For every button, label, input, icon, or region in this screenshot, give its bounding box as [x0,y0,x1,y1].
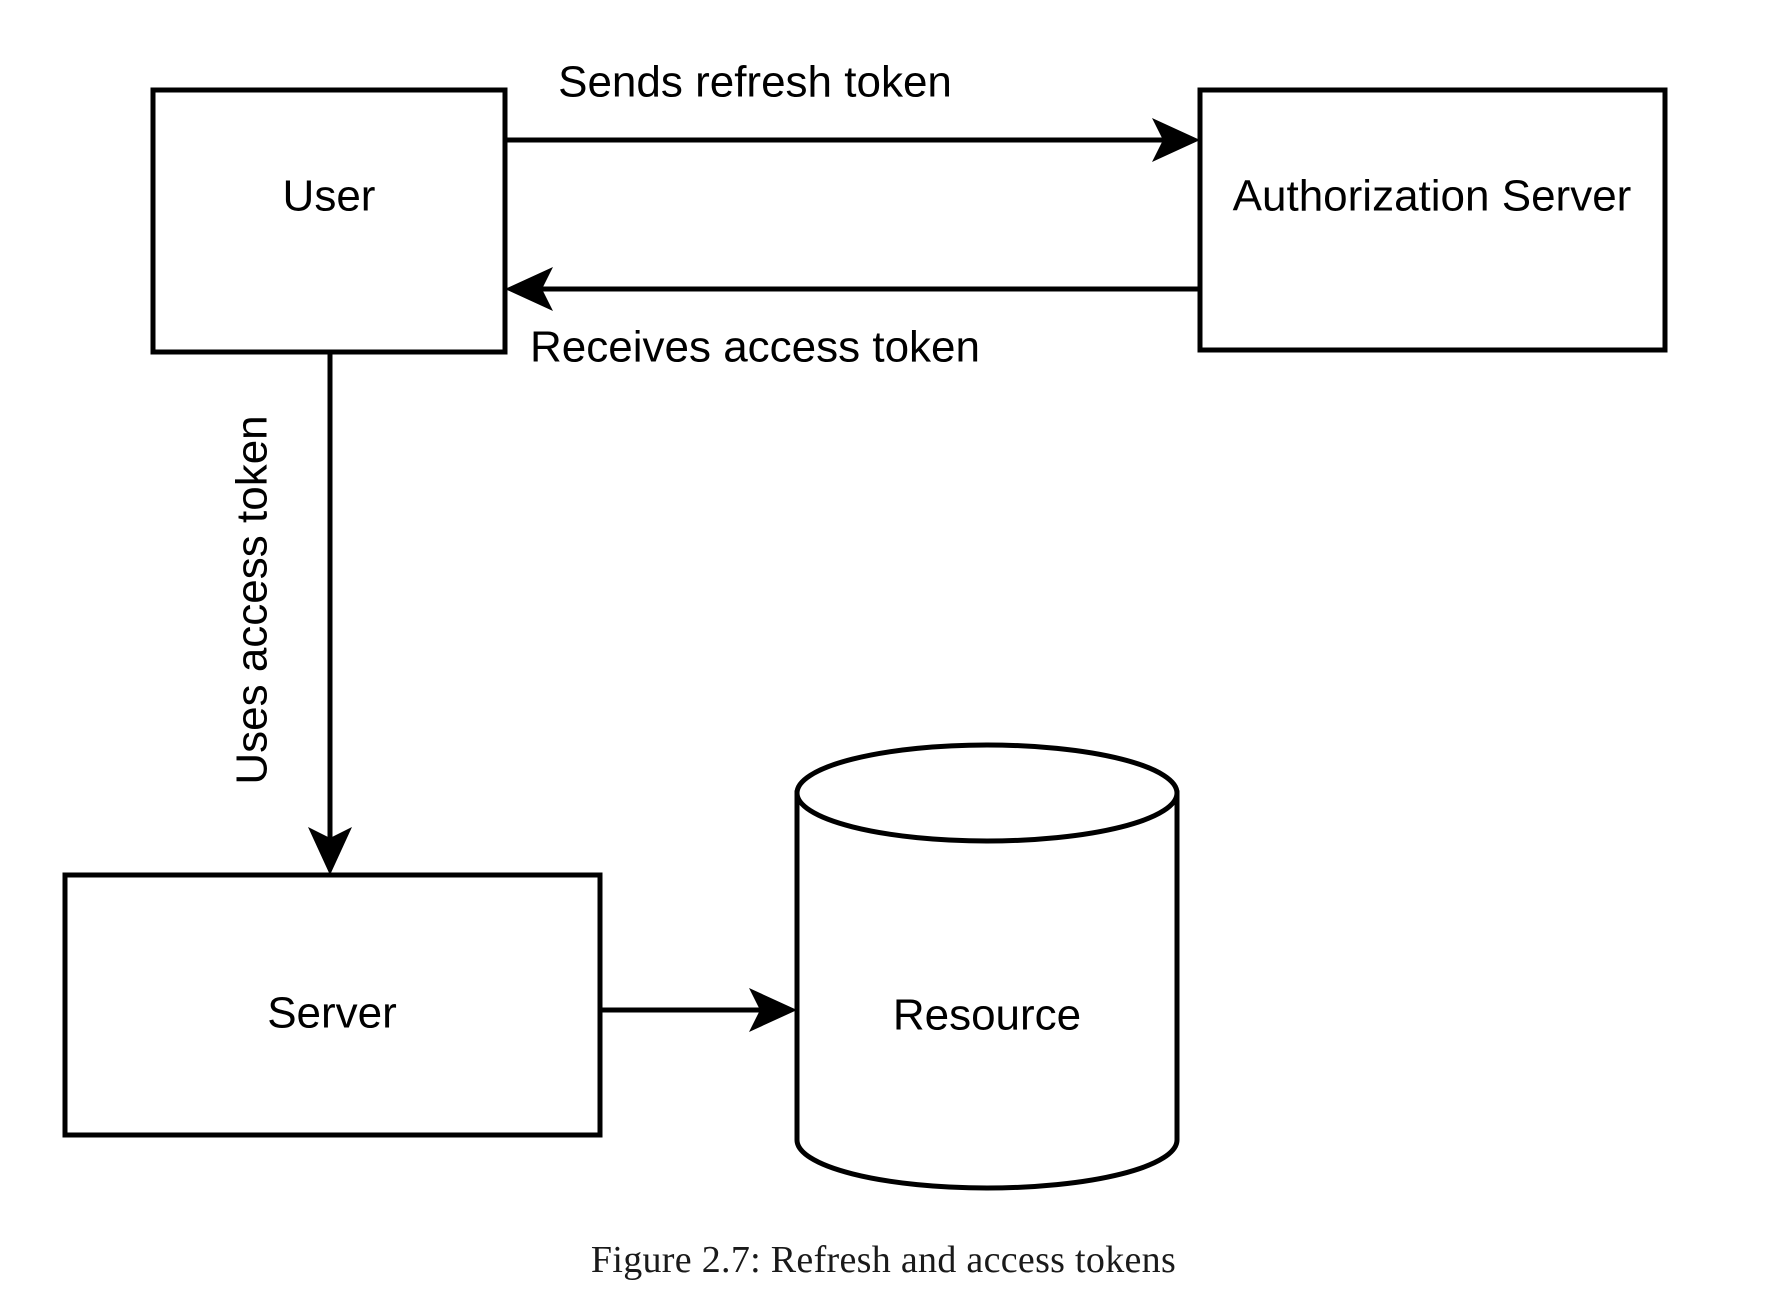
edge-user-to-server[interactable]: Uses access token [228,352,352,875]
node-user-shape [150,87,508,355]
node-resource-top-ellipse [794,742,1180,844]
figure-caption: Figure 2.7: Refresh and access tokens [590,1239,1177,1281]
node-server-shape [62,872,603,1138]
arrow-head-down-icon [308,827,352,875]
node-server[interactable]: Server [62,872,603,1138]
arrow-head-right-icon-2 [749,988,797,1032]
edge-user-to-server-label: Uses access token [228,415,277,784]
edge-authorization-server-to-user-label: Receives access token [530,323,980,372]
edge-server-to-resource[interactable] [600,988,797,1032]
node-authorization-server[interactable]: Authorization Server [1197,87,1668,353]
arrow-head-right-icon [1152,118,1200,162]
node-resource-label: Resource [893,991,1081,1040]
node-resource[interactable]: Resource [794,742,1180,1191]
arrow-head-left-icon [505,267,553,311]
node-authorization-server-shape [1197,87,1668,353]
node-resource-body [794,790,1180,1191]
node-authorization-server-label: Authorization Server [1233,172,1632,221]
edge-user-to-authorization-server[interactable]: Sends refresh token [505,58,1200,162]
node-user[interactable]: User [150,87,508,355]
edge-authorization-server-to-user[interactable]: Receives access token [505,267,1200,372]
node-user-label: User [283,172,376,221]
node-server-label: Server [267,989,397,1038]
edge-user-to-authorization-server-label: Sends refresh token [558,58,952,107]
